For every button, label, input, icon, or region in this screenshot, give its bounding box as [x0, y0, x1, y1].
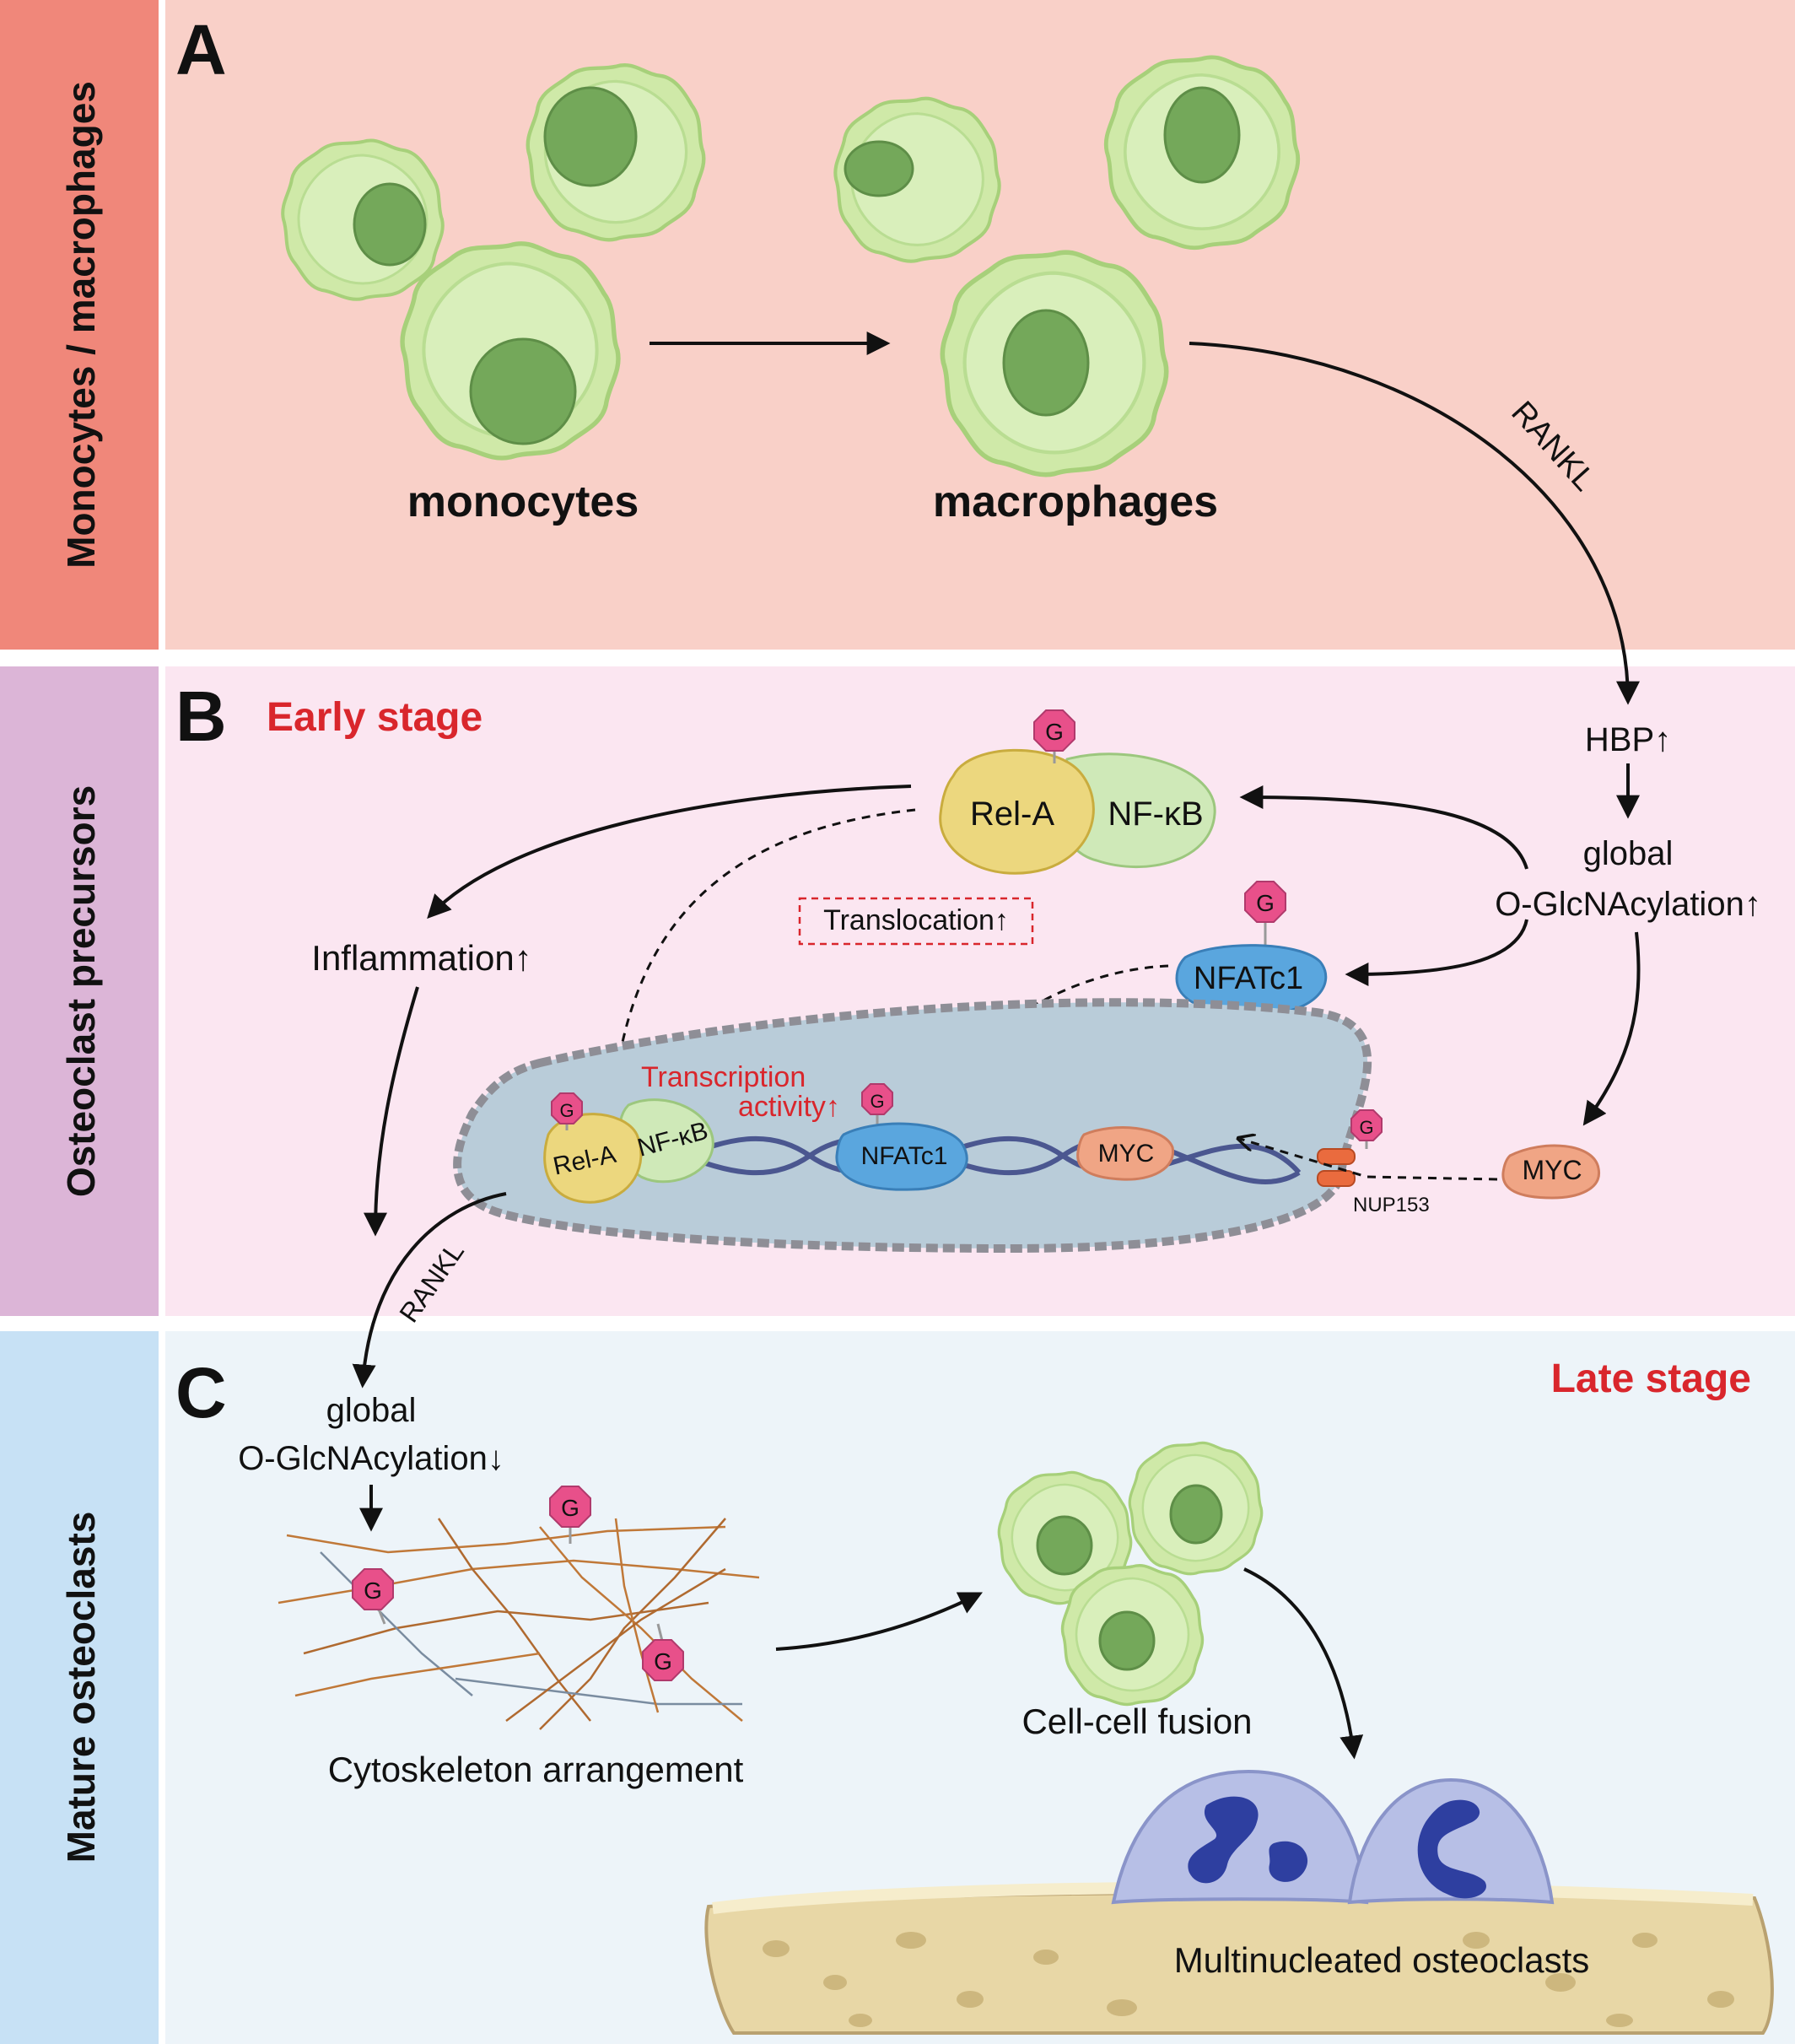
g-tag-label: G — [364, 1577, 382, 1604]
nuclear-rela-nfkb: Rel-A NF-κB G — [543, 1092, 714, 1204]
cytoskeleton-label: Cytoskeleton arrangement — [328, 1750, 744, 1789]
osteoclasts-label: Multinucleated osteoclasts — [1174, 1940, 1590, 1980]
global-up-label-2: O-GlcNAcylation↑ — [1495, 886, 1761, 923]
nfatc1-label: NFATc1 — [1194, 961, 1303, 996]
fusion-to-osteoclast-arrow — [1243, 1567, 1364, 1760]
g-tag-label: G — [1359, 1117, 1373, 1138]
g-tag-label: G — [1256, 890, 1275, 916]
panel-b-letter: B — [175, 677, 227, 756]
fusion-cell — [997, 1470, 1133, 1605]
global-down-label-1: global — [326, 1392, 417, 1429]
monocytes-label: monocytes — [407, 477, 639, 526]
cytoskeleton-to-fusion-arrow — [775, 1592, 984, 1651]
cytoplasm-myc-label: MYC — [1522, 1155, 1582, 1185]
inflammation-down-arrow — [364, 986, 419, 1237]
panel-c-letter: C — [175, 1353, 227, 1432]
panel-c-sidebar — [0, 1331, 159, 2044]
g-tag — [1244, 881, 1286, 923]
translocation-box — [798, 897, 1034, 946]
hbp-label: HBP↑ — [1585, 721, 1671, 758]
macrophage-cell — [835, 99, 999, 262]
rela-nfkb-complex: Rel-A NF-κB G — [939, 709, 1216, 875]
rela-to-inflammation-arrow — [427, 785, 912, 920]
g-tag — [861, 1083, 893, 1115]
panel-a-sidebar — [0, 0, 159, 650]
nup153-pore: G NUP153 — [1317, 1109, 1430, 1216]
g-tag — [549, 1486, 591, 1528]
macrophages-label: macrophages — [933, 477, 1218, 526]
fusion-label: Cell-cell fusion — [1021, 1702, 1252, 1741]
translocation-label: Translocation↑ — [823, 904, 1009, 936]
g-tag-label: G — [1045, 719, 1064, 745]
monocyte-cell — [402, 244, 618, 458]
cytoplasm-myc: MYC — [1501, 1144, 1600, 1200]
inflammation-label: Inflammation↑ — [311, 938, 531, 978]
rankl-arrow-bottom — [352, 1192, 507, 1389]
g-tag — [642, 1639, 684, 1681]
macrophage-cell — [942, 252, 1166, 475]
nuclear-nfatc1-label: NFATc1 — [861, 1142, 948, 1170]
g-tag — [551, 1092, 583, 1124]
panel-a-side-label: Monocytes / macrophages — [59, 81, 103, 569]
g-tag-label: G — [870, 1091, 884, 1112]
global-to-myc-arrow — [1582, 931, 1641, 1126]
g-tag — [1033, 709, 1075, 752]
rela-translocation-arrow — [616, 808, 916, 1080]
rankl-arrow-top — [1189, 342, 1640, 705]
monocyte-cell — [528, 65, 704, 240]
nuclear-nfatc1: G NFATc1 — [835, 1083, 968, 1191]
global-to-rela-arrow — [1239, 785, 1528, 870]
transcription-label-2: activity↑ — [738, 1091, 840, 1123]
g-tag-label: G — [561, 1495, 579, 1521]
monocyte-cell — [281, 138, 445, 301]
rela-label: Rel-A — [970, 795, 1054, 833]
transcription-label-1: Transcription — [641, 1061, 806, 1093]
g-tag — [1350, 1109, 1383, 1141]
global-to-nfatc1-arrow — [1345, 919, 1528, 986]
nfatc1-cytoplasm: G NFATc1 — [1175, 881, 1328, 1016]
nuclear-myc: MYC — [1076, 1126, 1174, 1181]
nuclear-myc-label: MYC — [1098, 1140, 1155, 1168]
global-down-label-2: O-GlcNAcylation↓ — [238, 1440, 504, 1477]
nfkb-label: NF-κB — [1108, 795, 1203, 833]
panel-c-side-label: Mature osteoclasts — [59, 1512, 103, 1863]
cytoskeleton-g-tags: G G G — [352, 1486, 684, 1681]
panel-a-letter: A — [175, 10, 227, 89]
macrophage-cell — [1106, 57, 1298, 248]
fusion-cell — [1060, 1563, 1205, 1707]
myc-import-arrow — [1240, 1139, 1498, 1181]
panel-b-side-label: Osteoclast precursors — [59, 785, 103, 1197]
panel-b-sidebar — [0, 666, 159, 1316]
late-stage-label: Late stage — [1551, 1356, 1751, 1401]
global-up-label-1: global — [1583, 835, 1674, 872]
nup153-label: NUP153 — [1353, 1194, 1430, 1216]
fusion-cell — [1128, 1441, 1264, 1576]
g-tag-label: G — [559, 1100, 574, 1121]
g-tag-label: G — [654, 1648, 672, 1675]
early-stage-label: Early stage — [267, 695, 482, 740]
multinucleated-osteoclast — [1111, 1769, 1555, 1905]
g-tag — [352, 1568, 394, 1610]
